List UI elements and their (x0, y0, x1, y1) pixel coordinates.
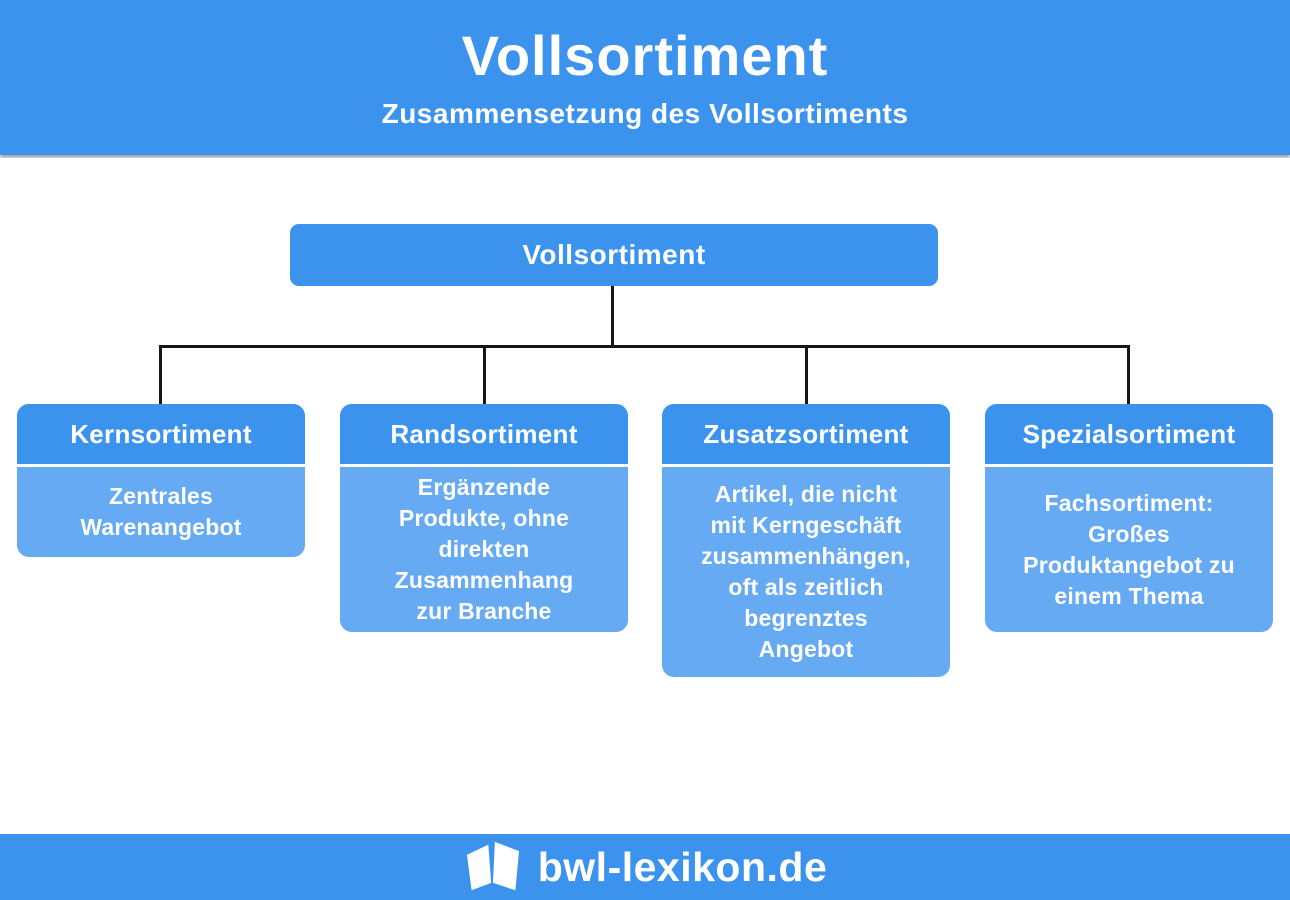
connector-branch-2 (483, 345, 486, 405)
footer-banner: bwl-lexikon.de (0, 834, 1290, 900)
node-divider (17, 464, 305, 467)
node-title: Zusatzsortiment (662, 404, 950, 464)
node-title: Randsortiment (340, 404, 628, 464)
header-banner: Vollsortiment Zusammensetzung des Vollso… (0, 0, 1290, 155)
node-zusatzsortiment: Zusatzsortiment Artikel, die nicht mit K… (662, 404, 950, 677)
node-description: Zentrales Warenangebot (80, 483, 242, 540)
page-subtitle: Zusammensetzung des Vollsortiments (381, 97, 909, 129)
node-title: Spezialsortiment (985, 404, 1273, 464)
open-book-icon (463, 840, 523, 894)
node-kernsortiment: Kernsortiment Zentrales Warenangebot (17, 404, 305, 557)
brand-name: bwl-lexikon.de (537, 843, 828, 890)
node-description: Fachsortiment: Großes Produktangebot zu … (1023, 489, 1235, 609)
node-randsortiment: Randsortiment Ergänzende Produkte, ohne … (340, 404, 628, 632)
root-node: Vollsortiment (290, 224, 938, 286)
root-node-label: Vollsortiment (522, 239, 706, 270)
connector-root-stem (611, 286, 614, 346)
node-spezialsortiment: Spezialsortiment Fachsortiment: Großes P… (985, 404, 1273, 632)
connector-branch-3 (805, 345, 808, 405)
connector-branch-1 (159, 345, 162, 405)
node-description: Artikel, die nicht mit Kerngeschäft zusa… (700, 481, 912, 662)
node-title: Kernsortiment (17, 404, 305, 464)
page-title: Vollsortiment (461, 24, 829, 88)
diagram-canvas: Vollsortiment Kernsortiment Zentrales Wa… (0, 158, 1290, 834)
node-divider (340, 464, 628, 467)
connector-branch-4 (1127, 345, 1130, 405)
node-divider (985, 464, 1273, 467)
node-divider (662, 464, 950, 467)
node-description: Ergänzende Produkte, ohne direkten Zusam… (394, 474, 574, 624)
connector-horizontal-bar (159, 345, 1130, 348)
